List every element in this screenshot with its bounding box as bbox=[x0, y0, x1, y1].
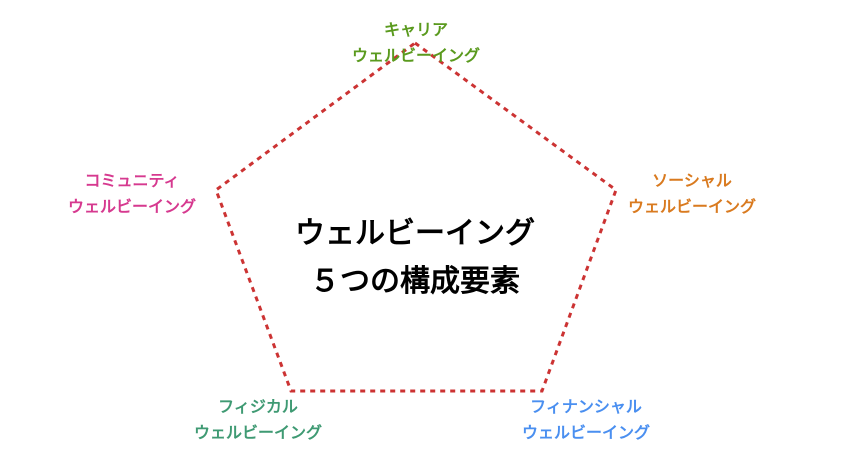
financial-label-line2: ウェルビーイング bbox=[521, 423, 650, 442]
financial-wellbeing-label: フィナンシャル ウェルビーイング bbox=[486, 394, 686, 446]
community-label-line2: ウェルビーイング bbox=[67, 197, 196, 216]
community-wellbeing-label: コミュニティ ウェルビーイング bbox=[32, 168, 232, 220]
financial-label-line1: フィナンシャル bbox=[530, 397, 642, 416]
diagram-title: ウェルビーイング ５つの構成要素 bbox=[270, 210, 560, 306]
social-wellbeing-label: ソーシャル ウェルビーイング bbox=[592, 168, 792, 220]
community-label-line1: コミュニティ bbox=[84, 171, 180, 190]
career-wellbeing-label: キャリア ウェルビーイング bbox=[316, 17, 516, 69]
career-label-line2: ウェルビーイング bbox=[351, 46, 480, 65]
social-label-line1: ソーシャル bbox=[652, 171, 732, 190]
diagram-title-line1: ウェルビーイング bbox=[295, 216, 535, 251]
physical-wellbeing-label: フィジカル ウェルビーイング bbox=[158, 394, 358, 446]
career-label-line1: キャリア bbox=[383, 20, 448, 39]
physical-label-line1: フィジカル bbox=[218, 397, 298, 416]
diagram-title-line2: ５つの構成要素 bbox=[310, 264, 520, 299]
social-label-line2: ウェルビーイング bbox=[627, 197, 756, 216]
physical-label-line2: ウェルビーイング bbox=[193, 423, 322, 442]
